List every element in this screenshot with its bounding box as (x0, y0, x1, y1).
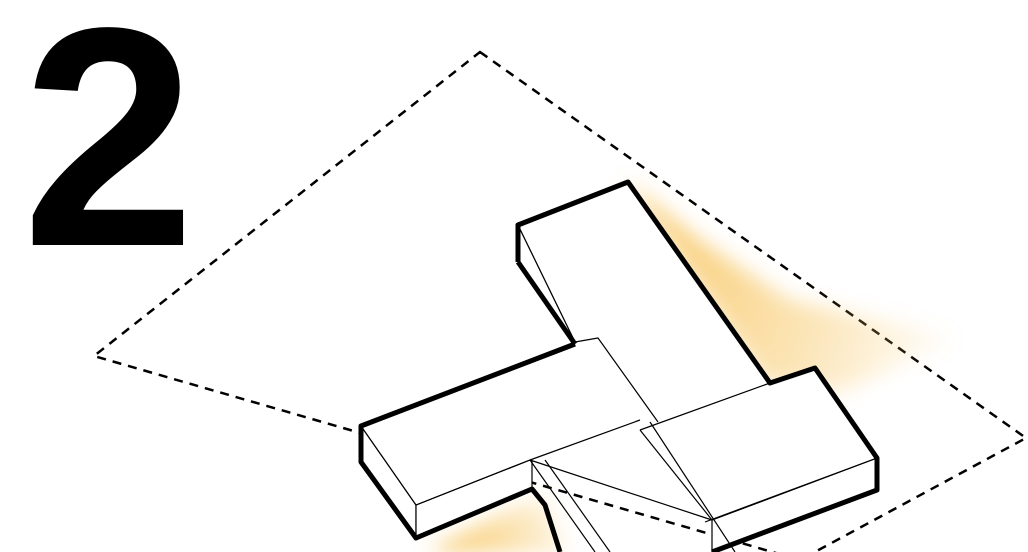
roof-division-east (639, 382, 771, 431)
roof-division-south-b (544, 459, 611, 552)
shadow-bottom (428, 495, 565, 552)
site-boundary (91, 50, 1028, 552)
shadow-right (625, 180, 960, 392)
roof-division-south-axis (639, 429, 713, 521)
roof-division-east-inner (704, 457, 878, 523)
building-outline (515, 179, 880, 552)
roof-division-north (574, 337, 659, 423)
building-mass (358, 179, 880, 552)
building-outline-north-west (515, 260, 578, 346)
roof-division-south-a (529, 459, 596, 552)
building-outline-west (358, 341, 576, 552)
step-number: 2 (22, 0, 196, 312)
roof-division-south-c (649, 421, 736, 552)
